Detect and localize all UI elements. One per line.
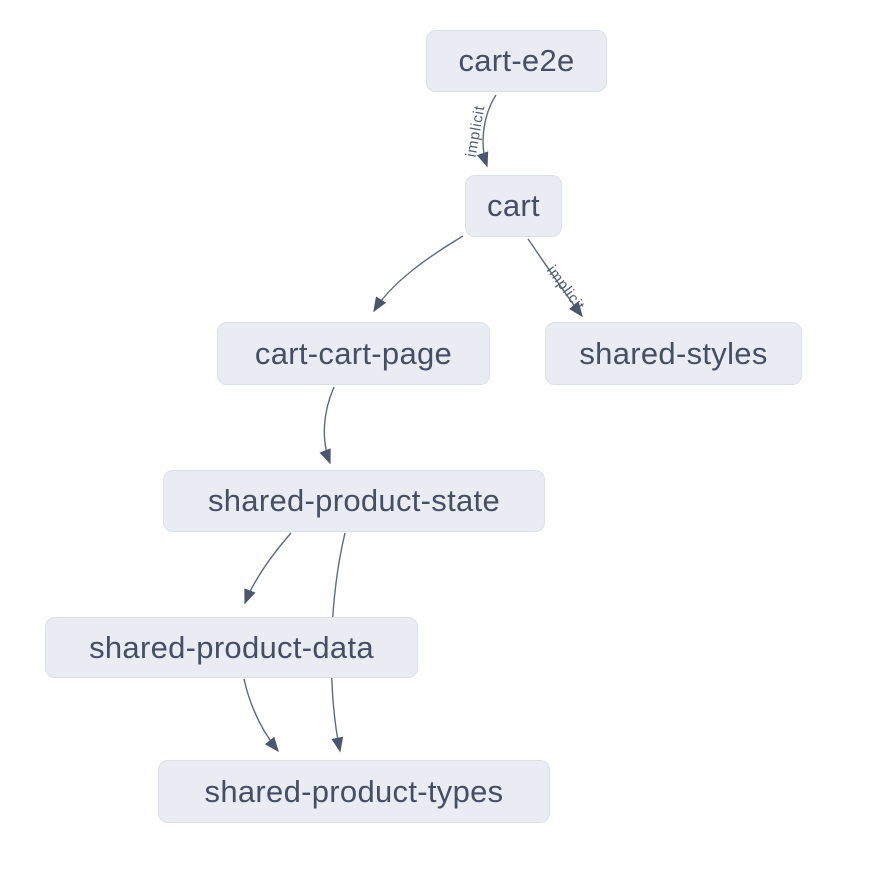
node-shared-product-types[interactable]: shared-product-types xyxy=(158,760,550,823)
node-shared-styles[interactable]: shared-styles xyxy=(545,322,802,385)
edge-cart-to-shared-styles[interactable] xyxy=(527,238,583,318)
edge-label-cart-e2e-to-cart: implicit xyxy=(463,104,489,158)
edge-cart-e2e-to-cart[interactable] xyxy=(476,94,497,168)
node-shared-product-state[interactable]: shared-product-state xyxy=(163,470,545,532)
edge-shared-product-data-to-shared-product-types[interactable] xyxy=(243,678,279,753)
node-cart-e2e[interactable]: cart-e2e xyxy=(426,30,607,92)
edge-label-cart-to-shared-styles: implicit xyxy=(543,262,588,314)
node-shared-product-data[interactable]: shared-product-data xyxy=(45,617,418,678)
node-cart[interactable]: cart xyxy=(465,175,562,237)
edge-cart-to-cart-cart-page[interactable] xyxy=(373,235,464,313)
edge-cart-cart-page-to-shared-product-state[interactable] xyxy=(319,386,335,465)
node-cart-cart-page[interactable]: cart-cart-page xyxy=(217,322,490,385)
edge-shared-product-state-to-shared-product-data[interactable] xyxy=(244,532,292,605)
